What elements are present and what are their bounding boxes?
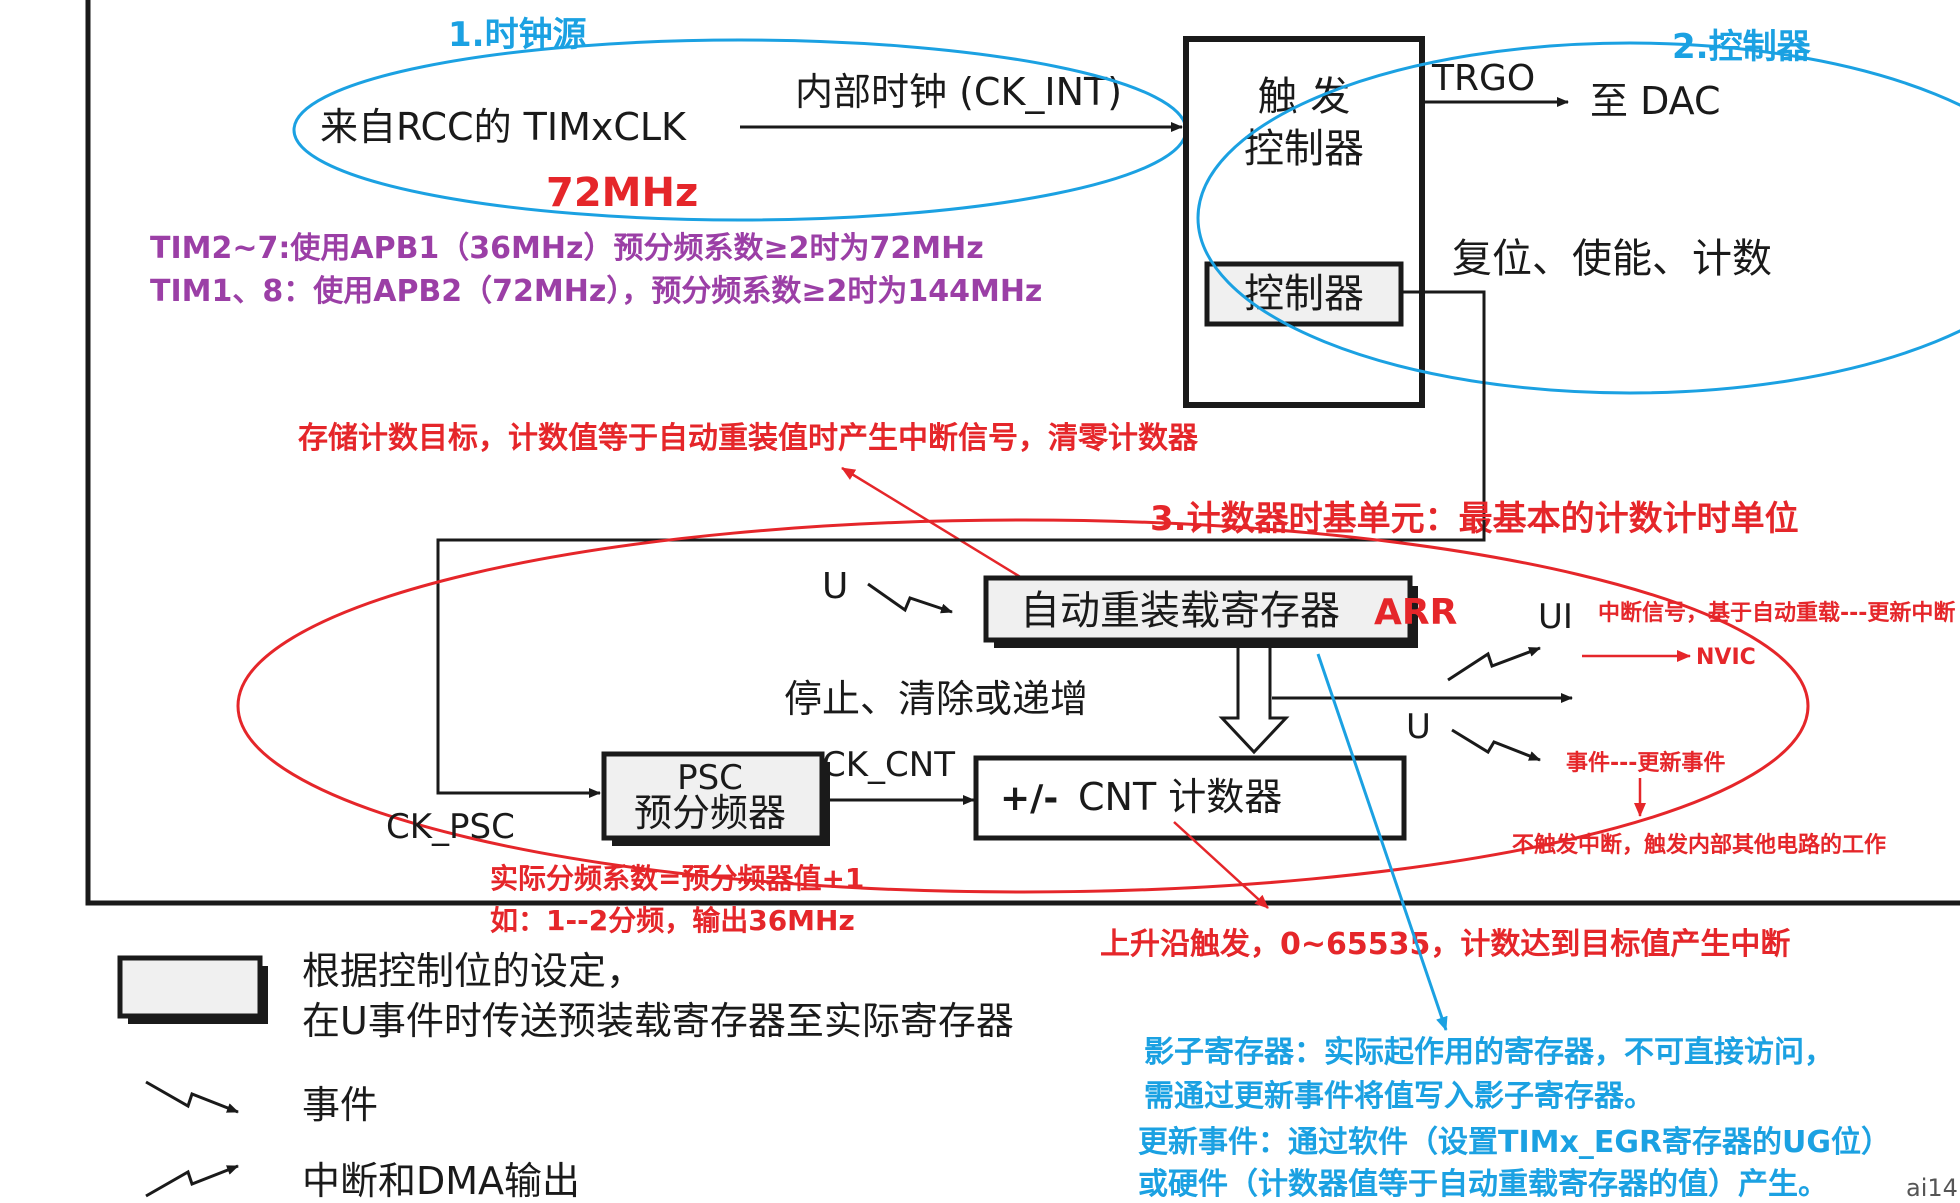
legend-interrupt-icon bbox=[145, 1164, 239, 1198]
shadow-note-3: 更新事件：通过软件（设置TIMx_EGR寄存器的UG位） bbox=[1138, 1125, 1891, 1160]
tim2-7-note: TIM2~7:使用APB1（36MHz）预分频系数≥2时为72MHz bbox=[150, 231, 984, 266]
shadow-note-4: 或硬件（计数器值等于自动重载寄存器的值）产生。 bbox=[1138, 1167, 1828, 1202]
psc-box bbox=[601, 751, 825, 841]
controller-title: 2.控制器 bbox=[1672, 27, 1812, 67]
trgo-label: TRGO bbox=[1431, 58, 1535, 99]
no-interrupt-note: 不触发中断，触发内部其他电路的工作 bbox=[1512, 832, 1886, 858]
arr-box bbox=[983, 575, 1413, 643]
cnt-box-label: CNT 计数器 bbox=[1078, 775, 1282, 819]
clock-source-label: 来自RCC的 TIMxCLK bbox=[320, 105, 687, 149]
arr-note: 存储计数目标，计数值等于自动重装值时产生中断信号，清零计数器 bbox=[298, 421, 1199, 456]
stop-clear-label: 停止、清除或递增 bbox=[784, 677, 1088, 721]
legend-box-line2: 在U事件时传送预装载寄存器至实际寄存器 bbox=[302, 999, 1014, 1043]
ck-psc-label: CK_PSC bbox=[386, 807, 515, 847]
arr-to-cnt-arrow bbox=[1218, 648, 1290, 755]
div-note-1: 实际分频系数=预分频器值+1 bbox=[490, 862, 864, 895]
clock-freq: 72MHz bbox=[546, 170, 698, 216]
trigger-controller-line1: 触 发 bbox=[1258, 74, 1351, 120]
tim1-8-note: TIM1、8：使用APB2（72MHz），预分频系数≥2时为144MHz bbox=[150, 274, 1042, 309]
controller-ellipse bbox=[1196, 41, 1960, 395]
shadow-register-arrow bbox=[1316, 653, 1448, 1031]
cnt-box bbox=[973, 755, 1407, 841]
cnt-note-arrow bbox=[1173, 821, 1269, 909]
internal-clock-label: 内部时钟 (CK_INT) bbox=[795, 70, 1122, 114]
timebase-title: 3.计数器时基单元：最基本的计数计时单位 bbox=[1150, 499, 1799, 539]
cnt-note: 上升沿触发，0~65535，计数达到目标值产生中断 bbox=[1100, 927, 1790, 962]
outer-frame bbox=[85, 0, 1960, 906]
legend-box-line1: 根据控制位的设定， bbox=[302, 949, 644, 993]
u-label-right: U bbox=[1406, 707, 1431, 747]
ck-psc-loop-line bbox=[436, 520, 1486, 798]
trigger-controller-box bbox=[1183, 36, 1425, 408]
legend-event-label: 事件 bbox=[302, 1083, 378, 1127]
event-note: 事件---更新事件 bbox=[1566, 750, 1725, 776]
psc-label: PSC bbox=[677, 758, 743, 798]
arr-tag: ARR bbox=[1374, 592, 1457, 633]
interrupt-note: 中断信号，基于自动重载---更新中断 bbox=[1598, 600, 1955, 626]
ck-cnt-label: CK_CNT bbox=[822, 745, 955, 785]
nvic-label: NVIC bbox=[1696, 645, 1756, 670]
cnt-box-prefix: +/- bbox=[1000, 778, 1058, 819]
u-event-icon-right bbox=[1451, 728, 1541, 762]
controller-feedback-line bbox=[1401, 290, 1486, 520]
u-event-icon-top bbox=[867, 582, 953, 614]
timebase-ellipse bbox=[236, 518, 1810, 894]
arr-box-label: 自动重装载寄存器 bbox=[1020, 588, 1340, 634]
psc-name: 预分频器 bbox=[634, 791, 786, 835]
arr-note-arrow bbox=[841, 466, 1023, 580]
ui-interrupt-icon bbox=[1447, 646, 1541, 682]
shadow-note-1: 影子寄存器：实际起作用的寄存器，不可直接访问， bbox=[1144, 1035, 1834, 1070]
to-dac-label: 至 DAC bbox=[1590, 79, 1721, 123]
figure-id: ai14 bbox=[1906, 1174, 1958, 1202]
legend-event-icon bbox=[145, 1080, 239, 1114]
clock-source-title: 1.时钟源 bbox=[448, 15, 587, 55]
div-note-2: 如：1--2分频，输出36MHz bbox=[490, 904, 855, 937]
trigger-controller-line2: 控制器 bbox=[1244, 126, 1364, 172]
shadow-note-2: 需通过更新事件将值写入影子寄存器。 bbox=[1144, 1079, 1654, 1114]
controller-inner-box bbox=[1204, 261, 1404, 327]
u-label-top: U bbox=[822, 566, 848, 607]
legend-interrupt-label: 中断和DMA输出 bbox=[302, 1159, 580, 1203]
reset-enable-count-label: 复位、使能、计数 bbox=[1452, 236, 1772, 282]
ui-label: UI bbox=[1538, 597, 1573, 637]
legend-box bbox=[117, 955, 263, 1019]
